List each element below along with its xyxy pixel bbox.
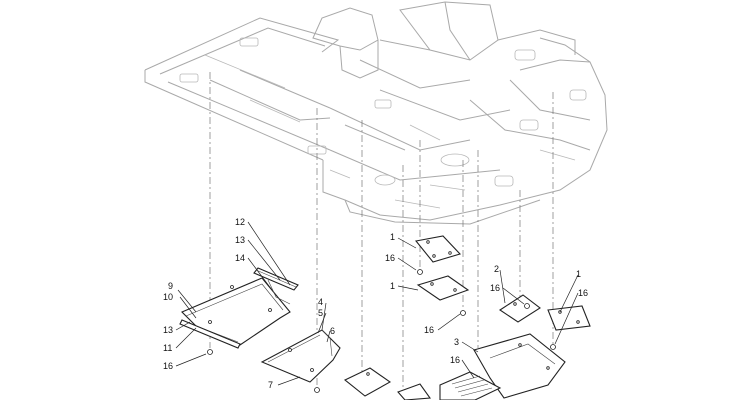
- bolt-16-upper: [417, 269, 423, 275]
- plate-left-large: [181, 277, 291, 346]
- callout-16-right: 16: [578, 288, 588, 298]
- plate-1-upper: [414, 235, 462, 263]
- callout-16-plate2: 16: [490, 283, 500, 293]
- plate-2: [499, 294, 541, 323]
- bolt-16-left: [207, 349, 213, 355]
- callout-labels: 12 13 14 9 10 13 11 16 4 5 6 7 1 16 1 16…: [163, 217, 588, 390]
- callout-10: 10: [163, 292, 173, 302]
- bolt-16-center: [314, 387, 320, 393]
- callout-16-plate3: 16: [450, 355, 460, 365]
- bolt-16-plate2: [524, 303, 530, 309]
- callout-5: 5: [318, 308, 323, 318]
- callout-16-upper: 16: [385, 253, 395, 263]
- plate-1-right: [547, 305, 591, 331]
- bolt-16-right: [550, 344, 556, 350]
- callout-9: 9: [168, 281, 173, 291]
- leader-lines: [175, 221, 579, 386]
- callout-1-right: 1: [576, 269, 581, 279]
- plate-3: [473, 333, 566, 399]
- plate-bottom-center: [397, 383, 432, 400]
- callout-2: 2: [494, 264, 499, 274]
- callout-4: 4: [318, 297, 323, 307]
- callout-13-lower: 13: [163, 325, 173, 335]
- callout-14: 14: [235, 253, 245, 263]
- upper-frame: [144, 1, 608, 225]
- callout-16-middle: 16: [424, 325, 434, 335]
- callout-7: 7: [268, 380, 273, 390]
- callout-6: 6: [330, 326, 335, 336]
- callout-16-left: 16: [163, 361, 173, 371]
- callout-13-upper: 13: [235, 235, 245, 245]
- plate-center-4-5-6: [260, 329, 341, 383]
- callout-1-upper: 1: [390, 232, 395, 242]
- callout-11: 11: [163, 343, 172, 353]
- grille-plate: [439, 371, 502, 400]
- callout-12: 12: [235, 217, 245, 227]
- strip-13-11: [179, 319, 241, 349]
- plate-1-middle: [416, 275, 470, 301]
- callout-1-middle: 1: [390, 281, 395, 291]
- callout-3: 3: [454, 337, 459, 347]
- bolt-16-middle: [460, 310, 466, 316]
- plate-bottom-left: [343, 367, 392, 397]
